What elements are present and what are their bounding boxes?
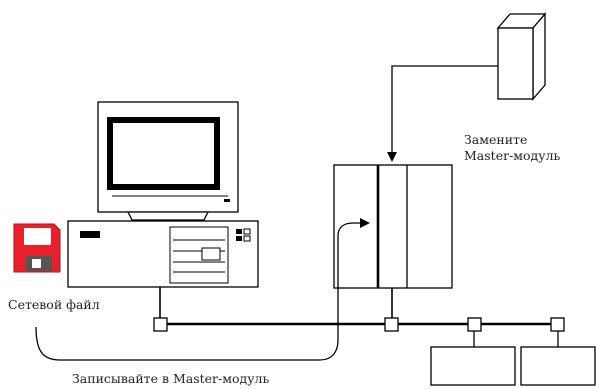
- replacement-module-icon: [498, 14, 545, 99]
- network-node-icon: [551, 318, 564, 331]
- plc-rack-icon: [334, 165, 452, 288]
- replace-label-line2: Master-модуль: [464, 148, 560, 164]
- write-to-master-label: Записывайте в Master-модуль: [72, 371, 269, 387]
- desktop-computer-icon: [68, 102, 258, 287]
- remote-device-icon: [521, 347, 595, 385]
- network-node-icon: [385, 318, 398, 331]
- replace-label-line1: Замените: [464, 132, 560, 148]
- remote-device-icon: [431, 347, 515, 385]
- network-cabling: [160, 287, 558, 347]
- floppy-disk-icon: [14, 224, 60, 272]
- network-file-label: Сетевой файл: [8, 297, 100, 313]
- network-node-icon: [154, 318, 167, 331]
- replace-master-label: Замените Master-модуль: [464, 132, 560, 163]
- network-node-icon: [468, 318, 481, 331]
